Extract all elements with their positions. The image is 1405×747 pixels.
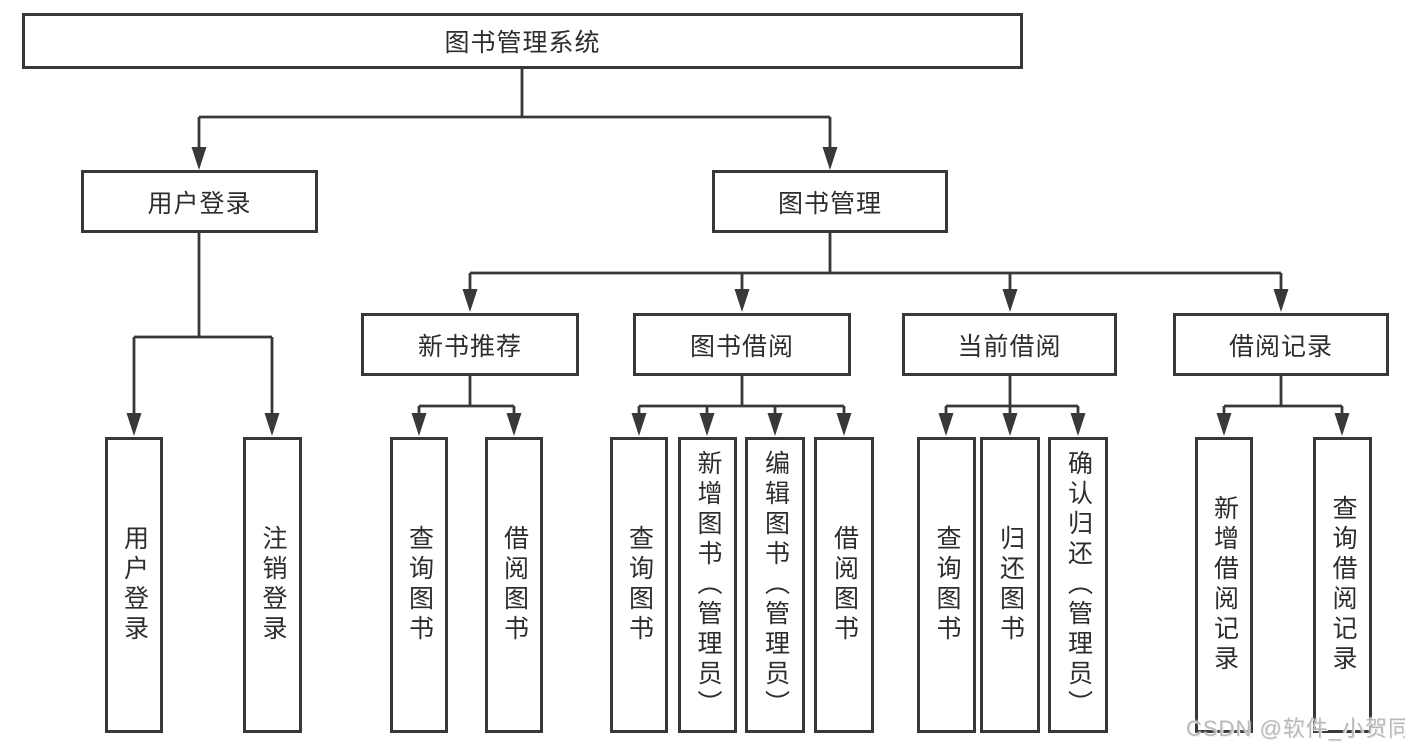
leaf-add-borrow-record: 新增借阅记录 [1195, 437, 1253, 733]
node-new-book-recommend: 新书推荐 [361, 313, 579, 376]
leaf-add-book-admin: 新增图书（管理员） [678, 437, 737, 733]
leaf-user-login: 用户登录 [105, 437, 163, 733]
leaf-query-borrow-record-label: 查询借阅记录 [1329, 495, 1357, 675]
leaf-query-borrow-record: 查询借阅记录 [1313, 437, 1372, 733]
leaf-return-book-label: 归还图书 [996, 525, 1025, 645]
node-root-system: 图书管理系统 [22, 13, 1023, 69]
leaf-query-book-borrowing-label: 查询图书 [625, 525, 654, 645]
leaf-logout: 注销登录 [243, 437, 302, 733]
leaf-logout-label: 注销登录 [259, 525, 287, 645]
node-book-borrowing: 图书借阅 [633, 313, 851, 376]
leaf-user-login-label: 用户登录 [120, 525, 149, 645]
leaf-query-book-recommend: 查询图书 [390, 437, 448, 733]
leaf-edit-book-admin-label: 编辑图书（管理员） [761, 450, 790, 720]
leaf-confirm-return-admin-label: 确认归还（管理员） [1064, 450, 1093, 720]
leaf-confirm-return-admin: 确认归还（管理员） [1048, 437, 1108, 733]
leaf-borrow-book-label: 借阅图书 [830, 525, 859, 645]
leaf-query-book-current-label: 查询图书 [933, 525, 961, 645]
leaf-add-borrow-record-label: 新增借阅记录 [1210, 495, 1239, 675]
leaf-query-book-borrowing: 查询图书 [610, 437, 668, 733]
leaf-return-book: 归还图书 [980, 437, 1040, 733]
csdn-watermark: CSDN @软件_小贺同学 [1186, 716, 1405, 741]
node-book-management-branch: 图书管理 [712, 170, 948, 233]
leaf-borrow-book-recommend-label: 借阅图书 [500, 525, 529, 645]
leaf-query-book-current: 查询图书 [917, 437, 976, 733]
node-borrow-records: 借阅记录 [1173, 313, 1389, 376]
leaf-edit-book-admin: 编辑图书（管理员） [745, 437, 805, 733]
leaf-borrow-book: 借阅图书 [814, 437, 874, 733]
node-user-login-branch: 用户登录 [81, 170, 318, 233]
leaf-add-book-admin-label: 新增图书（管理员） [694, 450, 722, 720]
node-current-borrowing: 当前借阅 [902, 313, 1117, 376]
leaf-query-book-recommend-label: 查询图书 [405, 525, 434, 645]
leaf-borrow-book-recommend: 借阅图书 [485, 437, 543, 733]
